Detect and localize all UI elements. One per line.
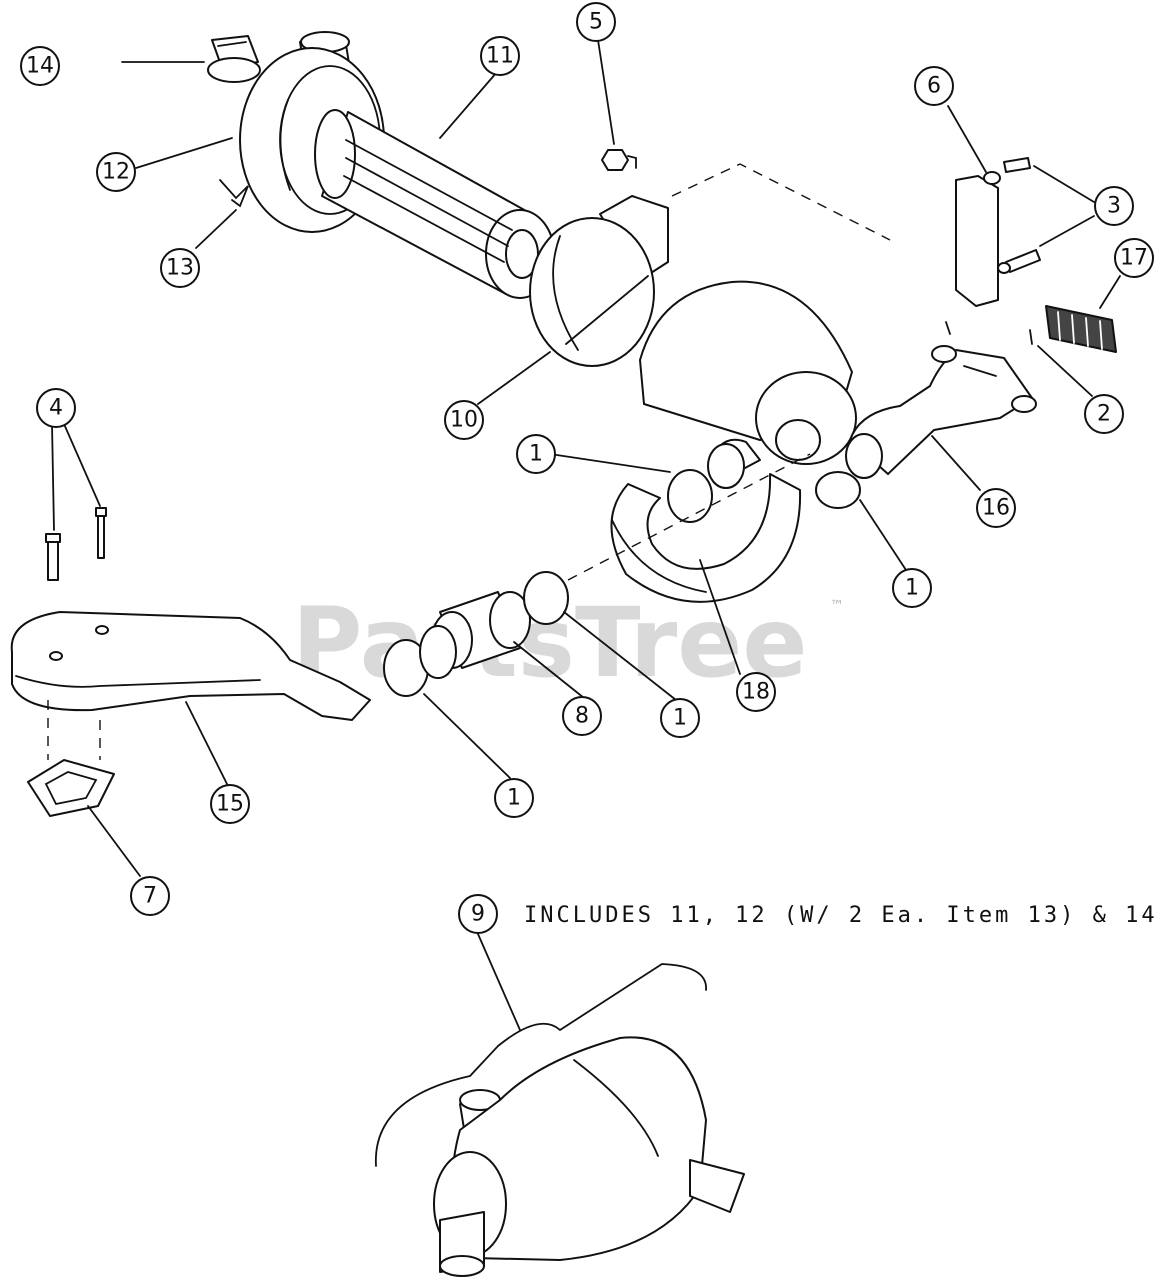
part-9-assembly — [375, 963, 745, 1277]
callout-1a-label: 1 — [529, 442, 543, 467]
callout-14-label: 14 — [26, 54, 54, 79]
part-18-canister — [610, 280, 857, 603]
part-10-housing — [529, 195, 669, 367]
part-1-clamps — [383, 469, 861, 697]
callout-1c: 1 — [660, 698, 700, 738]
note-part-9: 9 INCLUDES 11, 12 (W/ 2 Ea. Item 13) & 1… — [458, 894, 1154, 934]
note-text: INCLUDES 11, 12 (W/ 2 Ea. Item 13) & 14 — [524, 903, 1154, 928]
part-7-gasket — [27, 759, 115, 817]
callout-13-label: 13 — [166, 256, 194, 281]
part-16-elbow — [845, 345, 1037, 479]
leader-lines — [51, 39, 1121, 1031]
callout-10-label: 10 — [450, 408, 478, 433]
callout-17: 17 — [1114, 238, 1154, 278]
callout-12-label: 12 — [102, 160, 130, 185]
watermark-trademark: ™ — [830, 598, 844, 614]
part-15-plenum — [10, 611, 371, 721]
callout-8: 8 — [562, 696, 602, 736]
part-17-cap — [1045, 305, 1117, 353]
part-14-elbow — [207, 35, 261, 83]
callout-11-label: 11 — [486, 44, 514, 69]
callout-3-label: 3 — [1107, 194, 1121, 219]
part-6-3-bracket — [945, 157, 1041, 345]
callout-16: 16 — [976, 488, 1016, 528]
callout-2-label: 2 — [1097, 402, 1111, 427]
callout-15-label: 15 — [216, 792, 244, 817]
callout-7: 7 — [130, 876, 170, 916]
callout-1b-label: 1 — [905, 576, 919, 601]
callout-2: 2 — [1084, 394, 1124, 434]
callout-11: 11 — [480, 36, 520, 76]
callout-1b: 1 — [892, 568, 932, 608]
part-11-filter — [314, 109, 555, 299]
callout-12: 12 — [96, 152, 136, 192]
callout-18-label: 18 — [742, 680, 770, 705]
callout-5: 5 — [576, 2, 616, 42]
callout-15: 15 — [210, 784, 250, 824]
note-callout-label: 9 — [471, 902, 485, 927]
callout-7-label: 7 — [143, 884, 157, 909]
callout-6-label: 6 — [927, 74, 941, 99]
callout-8-label: 8 — [575, 704, 589, 729]
callout-4-label: 4 — [49, 396, 63, 421]
part-4-bolts — [45, 507, 107, 581]
part-13-clip — [219, 179, 249, 208]
callout-16-label: 16 — [982, 496, 1010, 521]
callout-1d-label: 1 — [507, 786, 521, 811]
callout-18: 18 — [736, 672, 776, 712]
callout-14: 14 — [20, 46, 60, 86]
callout-10: 10 — [444, 400, 484, 440]
callout-5-label: 5 — [589, 10, 603, 35]
callout-3: 3 — [1094, 186, 1134, 226]
callout-4: 4 — [36, 388, 76, 428]
callout-13: 13 — [160, 248, 200, 288]
callout-1c-label: 1 — [673, 706, 687, 731]
callout-6: 6 — [914, 66, 954, 106]
callout-1a: 1 — [516, 434, 556, 474]
assembly-lines — [47, 163, 891, 760]
callout-17-label: 17 — [1120, 246, 1148, 271]
part-5-nut — [601, 149, 637, 171]
callout-1d: 1 — [494, 778, 534, 818]
